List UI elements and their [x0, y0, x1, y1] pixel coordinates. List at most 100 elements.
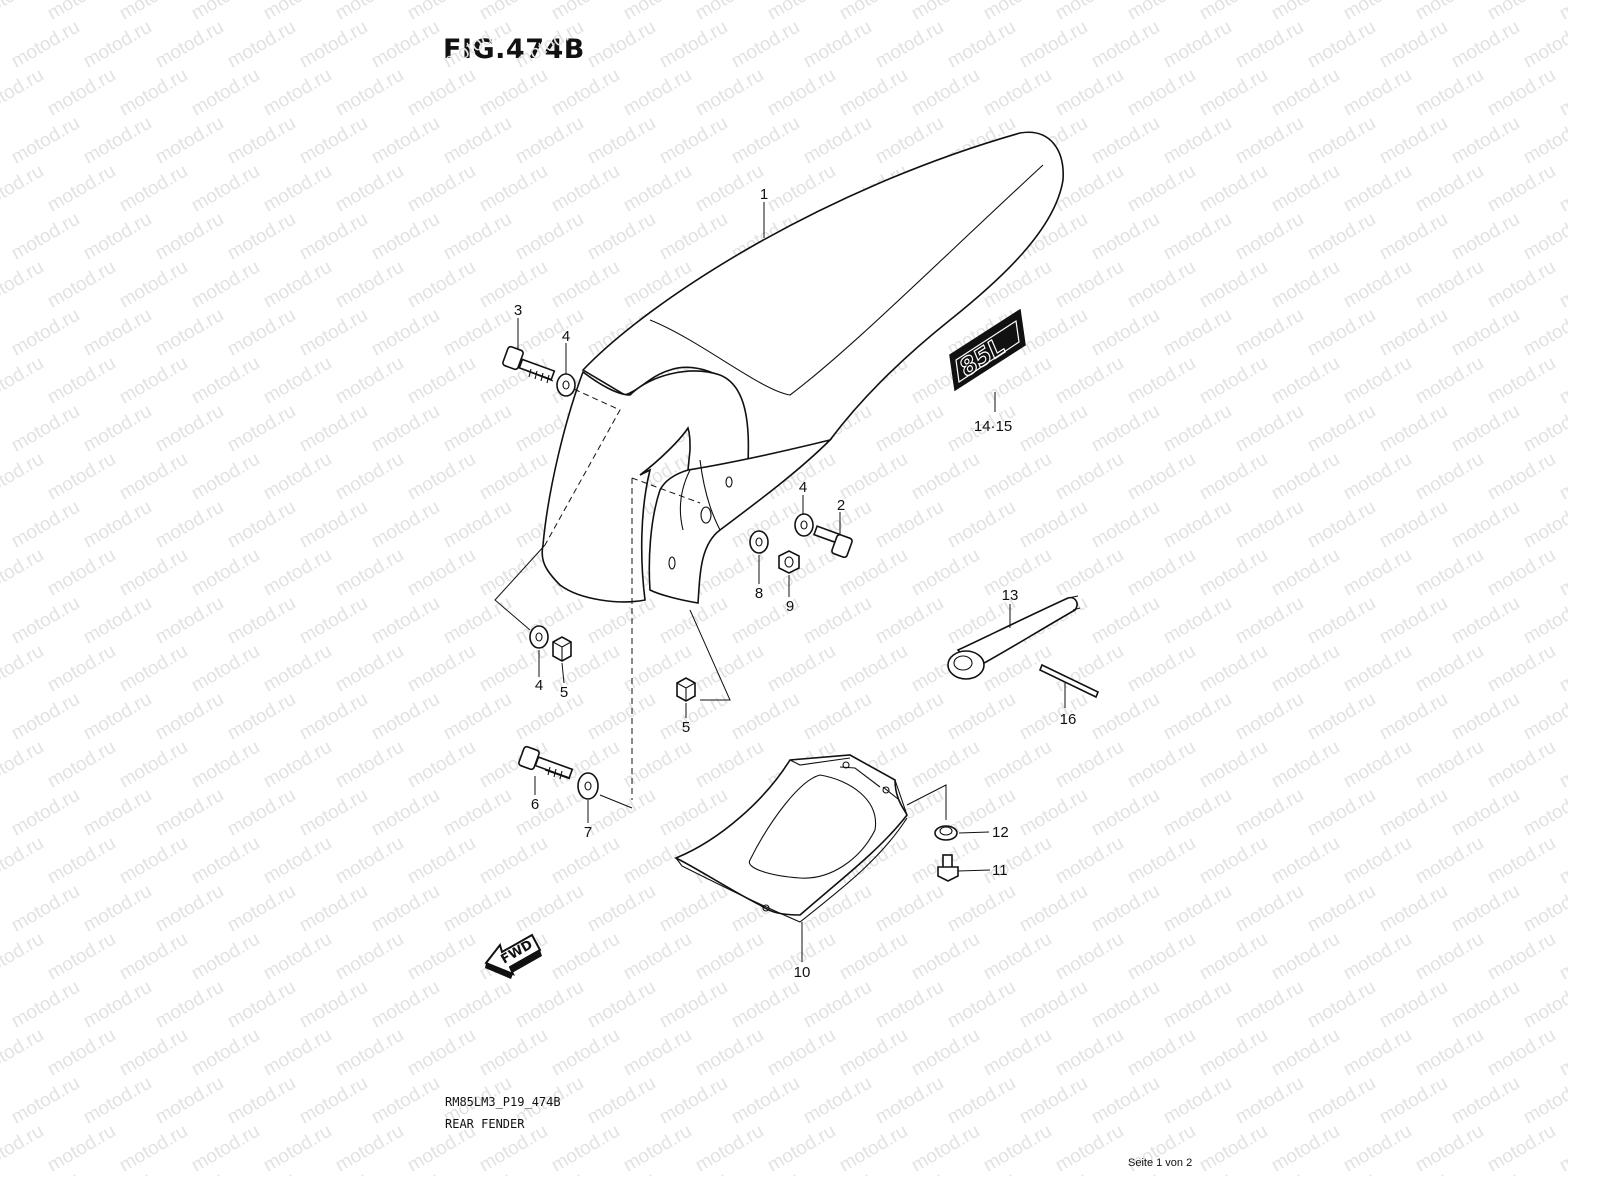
watermark-text: motod.ru — [620, 65, 695, 121]
watermark-text: motod.ru — [224, 113, 299, 169]
watermark-text: motod.ru — [152, 689, 227, 745]
watermark-text: motod.ru — [1412, 737, 1487, 793]
watermark-text: motod.ru — [1520, 881, 1568, 937]
watermark-text: motod.ru — [188, 0, 263, 24]
watermark-text: motod.ru — [80, 1073, 155, 1129]
watermark-text: motod.ru — [1196, 161, 1271, 217]
skid-plate-part-10 — [674, 754, 908, 923]
watermark-text: motod.ru — [836, 1121, 911, 1176]
watermark-text: motod.ru — [1412, 161, 1487, 217]
watermark-text: motod.ru — [224, 593, 299, 649]
watermark-text: motod.ru — [1016, 977, 1091, 1033]
watermark-text: motod.ru — [1304, 113, 1379, 169]
clip-nut-part-12 — [934, 825, 958, 841]
watermark-text: motod.ru — [1412, 65, 1487, 121]
watermark-text: motod.ru — [1556, 353, 1568, 409]
watermark-text: motod.ru — [1304, 1169, 1379, 1176]
washer-part-8 — [749, 530, 769, 554]
watermark-text: motod.ru — [80, 785, 155, 841]
watermark-text: motod.ru — [332, 1121, 407, 1176]
watermark-text: motod.ru — [1232, 401, 1307, 457]
watermark-text: motod.ru — [620, 1121, 695, 1176]
watermark-text: motod.ru — [80, 593, 155, 649]
watermark-text: motod.ru — [296, 113, 371, 169]
figure-title: FIG.474B — [443, 34, 585, 65]
watermark-text: motod.ru — [0, 161, 47, 217]
watermark-text: motod.ru — [260, 353, 335, 409]
watermark-text: motod.ru — [116, 737, 191, 793]
watermark-text: motod.ru — [512, 689, 587, 745]
watermark-text: motod.ru — [1340, 161, 1415, 217]
watermark-text: motod.ru — [1556, 737, 1568, 793]
watermark-text: motod.ru — [872, 401, 947, 457]
watermark-text: motod.ru — [512, 785, 587, 841]
watermark-text: motod.ru — [224, 1169, 299, 1176]
callout-7: 7 — [584, 824, 592, 841]
watermark-text: motod.ru — [1052, 353, 1127, 409]
callout-11: 11 — [992, 862, 1008, 879]
watermark-text: motod.ru — [1376, 497, 1451, 553]
watermark-text: motod.ru — [1304, 209, 1379, 265]
watermark-text: motod.ru — [512, 17, 587, 73]
watermark-text: motod.ru — [224, 209, 299, 265]
watermark-text: motod.ru — [116, 353, 191, 409]
watermark-text: motod.ru — [1052, 0, 1127, 24]
watermark-text: motod.ru — [368, 113, 443, 169]
watermark-text: motod.ru — [80, 209, 155, 265]
watermark-text: motod.ru — [1484, 353, 1559, 409]
watermark-text: motod.ru — [1196, 449, 1271, 505]
watermark-text: motod.ru — [872, 1169, 947, 1176]
watermark-text: motod.ru — [584, 1169, 659, 1176]
watermark-text: motod.ru — [80, 1169, 155, 1176]
watermark-text: motod.ru — [1556, 161, 1568, 217]
watermark-text: motod.ru — [1556, 929, 1568, 985]
watermark-text: motod.ru — [1232, 305, 1307, 361]
watermark-text: motod.ru — [44, 929, 119, 985]
watermark-text: motod.ru — [908, 0, 983, 24]
watermark-text: motod.ru — [800, 1073, 875, 1129]
watermark-text: motod.ru — [80, 689, 155, 745]
watermark-text: motod.ru — [368, 305, 443, 361]
watermark-text: motod.ru — [44, 353, 119, 409]
watermark-text: motod.ru — [1124, 65, 1199, 121]
watermark-text: motod.ru — [1484, 1025, 1559, 1081]
watermark-text: motod.ru — [116, 1121, 191, 1176]
watermark-text: motod.ru — [1232, 17, 1307, 73]
watermark-text: motod.ru — [1160, 401, 1235, 457]
watermark-text: motod.ru — [296, 689, 371, 745]
watermark-text: motod.ru — [1052, 449, 1127, 505]
watermark-text: motod.ru — [1484, 641, 1559, 697]
watermark-text: motod.ru — [0, 353, 47, 409]
rear-fender — [541, 131, 1064, 604]
watermark-text: motod.ru — [8, 593, 83, 649]
watermark-text: motod.ru — [1304, 881, 1379, 937]
watermark-text: motod.ru — [260, 161, 335, 217]
watermark-text: motod.ru — [44, 737, 119, 793]
watermark-text: motod.ru — [296, 209, 371, 265]
watermark-text: motod.ru — [476, 0, 551, 24]
watermark-text: motod.ru — [1268, 737, 1343, 793]
watermark-text: motod.ru — [980, 65, 1055, 121]
watermark-text: motod.ru — [1304, 689, 1379, 745]
watermark-text: motod.ru — [512, 593, 587, 649]
watermark-text: motod.ru — [1160, 785, 1235, 841]
watermark-text: motod.ru — [8, 305, 83, 361]
watermark-text: motod.ru — [1016, 305, 1091, 361]
watermark-text: motod.ru — [1016, 1169, 1091, 1176]
watermark-text: motod.ru — [1268, 929, 1343, 985]
screw-part-11 — [937, 854, 959, 882]
watermark-text: motod.ru — [1268, 353, 1343, 409]
watermark-text: motod.ru — [1088, 113, 1163, 169]
watermark-text: motod.ru — [728, 1169, 803, 1176]
watermark-text: motod.ru — [8, 113, 83, 169]
watermark-text: motod.ru — [1340, 1121, 1415, 1176]
watermark-text: motod.ru — [296, 1169, 371, 1176]
watermark-text: motod.ru — [8, 401, 83, 457]
watermark-text: motod.ru — [188, 833, 263, 889]
watermark-text: motod.ru — [332, 641, 407, 697]
watermark-text: motod.ru — [1268, 449, 1343, 505]
callout-10: 10 — [794, 964, 811, 981]
watermark-text: motod.ru — [1052, 1025, 1127, 1081]
watermark-text: motod.ru — [152, 305, 227, 361]
watermark-text: motod.ru — [944, 977, 1019, 1033]
